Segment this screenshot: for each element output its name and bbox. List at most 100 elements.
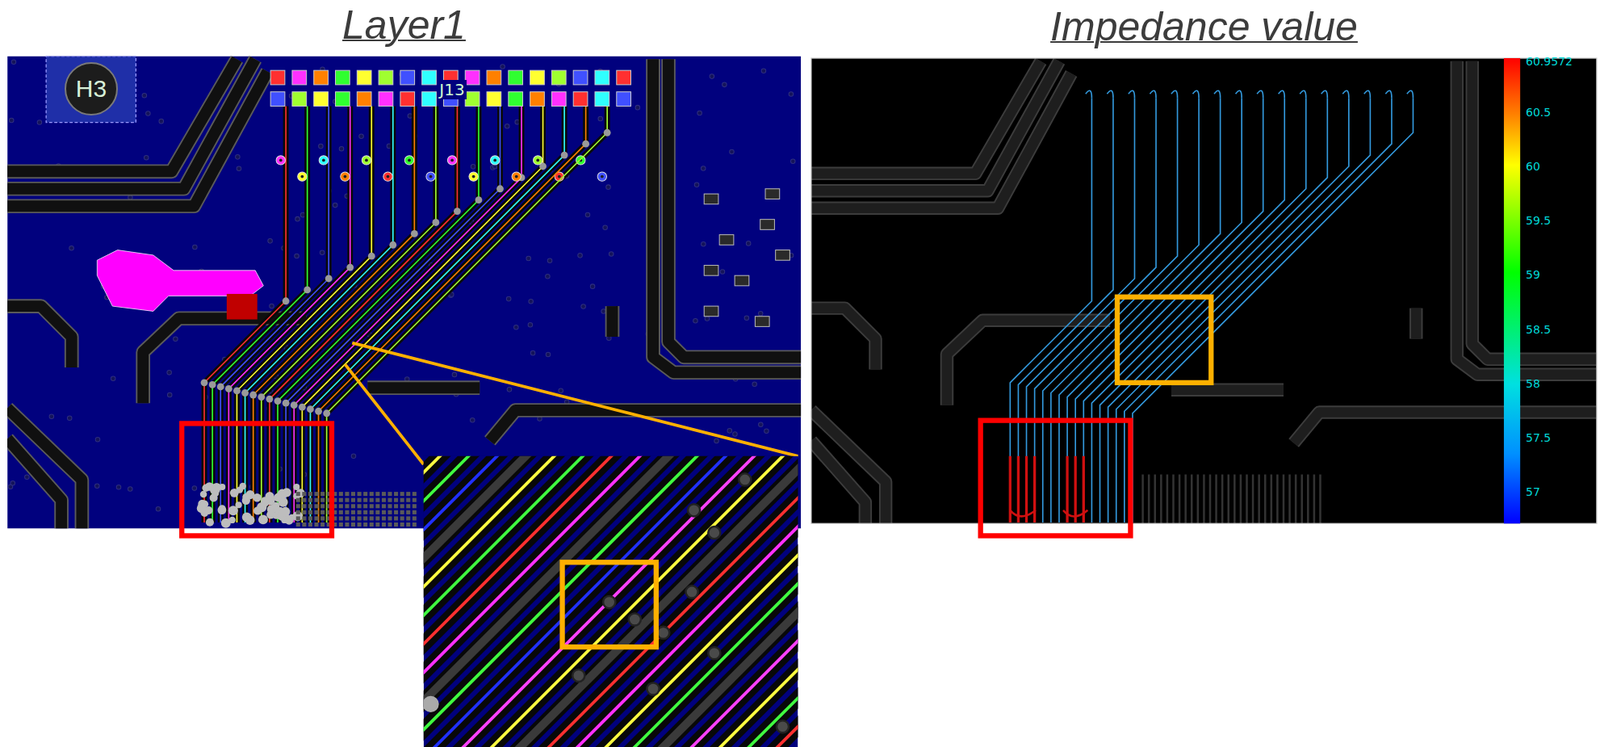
stitching-via: [10, 480, 16, 486]
bga-pad: [296, 491, 301, 496]
via-drill: [536, 158, 540, 162]
signal-via: [297, 171, 307, 181]
stitching-via: [727, 428, 733, 434]
bga-ball: [212, 490, 219, 497]
impedance-map: [811, 58, 1597, 524]
bend-pad: [282, 399, 290, 407]
bga-ball: [201, 500, 209, 508]
signal-trace: [1385, 90, 1392, 98]
stitching-via: [714, 438, 720, 444]
bga-pad: [308, 522, 313, 527]
bend-pad: [225, 385, 233, 393]
plane-gap-edge: [1472, 61, 1597, 360]
bga-pad: [363, 491, 368, 496]
stitching-via: [788, 92, 794, 97]
bga-pad: [369, 510, 374, 515]
high-impedance-segment: [1017, 456, 1020, 523]
plane-gap: [811, 73, 1072, 209]
bga-pad: [344, 522, 349, 527]
stitching-via: [11, 59, 17, 65]
bend-pad: [249, 391, 257, 399]
zoom-inset: [423, 456, 799, 747]
bga-pad: [381, 515, 386, 520]
bga-pad: [393, 503, 398, 508]
plane-gap-edge: [811, 308, 876, 370]
bga-pad: [369, 491, 374, 496]
bga-pad: [357, 510, 362, 515]
connector-pad: [530, 70, 545, 85]
stitching-via: [469, 418, 475, 424]
bga-pad: [381, 510, 386, 515]
bga-ball: [280, 506, 291, 517]
stitching-via: [635, 104, 641, 110]
signal-trace: [707, 456, 798, 747]
plane-gap-edge: [7, 407, 82, 528]
ghost-trace: [1257, 474, 1261, 524]
stitching-via: [603, 225, 608, 231]
bga-pad: [339, 498, 344, 503]
signal-trace: [1128, 90, 1136, 98]
bga-pad: [375, 510, 380, 515]
stitching-via: [744, 315, 750, 321]
plane-gap: [7, 438, 62, 528]
bga-pad: [406, 510, 411, 515]
bga-pad: [400, 515, 405, 520]
ghost-trace: [1239, 474, 1243, 524]
bga-pad: [314, 491, 319, 496]
via: [687, 503, 700, 516]
plane-gap-edge: [811, 61, 1041, 174]
high-impedance-segment: [1074, 456, 1077, 523]
bga-pad: [400, 503, 405, 508]
stitching-via: [700, 166, 706, 172]
connector-pad: [616, 70, 632, 85]
ghost-trace: [1214, 474, 1218, 524]
stitching-via: [601, 309, 607, 315]
bga-pad: [400, 510, 405, 515]
stitching-via: [709, 74, 715, 80]
bend-pad: [603, 129, 612, 137]
bga-pad: [296, 498, 301, 503]
plane-gap: [490, 410, 801, 441]
stitching-via: [558, 388, 564, 394]
bga-pad: [400, 522, 405, 527]
stitching-via: [49, 414, 55, 419]
via: [776, 720, 789, 733]
connector-pad: [486, 92, 502, 107]
stitching-via: [608, 251, 614, 257]
bga-pad: [387, 498, 392, 503]
stitching-via: [192, 485, 197, 491]
plane-gap-edge: [811, 410, 886, 524]
connector-pad: [335, 92, 351, 107]
bga-pad: [344, 515, 349, 520]
stitching-via: [67, 415, 72, 421]
bga-pad: [320, 491, 325, 496]
connector-pad: [270, 70, 285, 85]
stitching-via: [758, 311, 763, 317]
stitching-via: [761, 68, 767, 74]
bga-pad: [412, 522, 417, 527]
stitching-via: [69, 245, 75, 251]
bga-pad: [387, 515, 392, 520]
signal-trace: [1278, 90, 1286, 98]
highlight-box: [562, 561, 657, 647]
via-drill: [300, 175, 304, 179]
bga-pad: [308, 491, 313, 496]
bend-pad: [306, 405, 315, 413]
bend-pad: [496, 184, 504, 193]
plane-gap-edge: [811, 440, 866, 524]
bga-pad: [301, 522, 306, 527]
stitching-via: [268, 238, 273, 244]
stitching-via: [578, 253, 583, 259]
bend-pad: [303, 285, 311, 294]
plane-gap-edge: [490, 410, 801, 441]
bend-pad: [431, 218, 440, 227]
signal-via: [533, 155, 543, 165]
stitching-via: [37, 120, 42, 126]
copper-pour: [226, 293, 258, 320]
stitching-via: [192, 244, 198, 250]
scale-value: 58.5: [1525, 322, 1551, 336]
stitching-via: [506, 387, 512, 393]
via-drill: [364, 158, 369, 162]
layer-panel: Layer1H3: [7, 56, 801, 529]
connector-pad: [270, 92, 285, 107]
